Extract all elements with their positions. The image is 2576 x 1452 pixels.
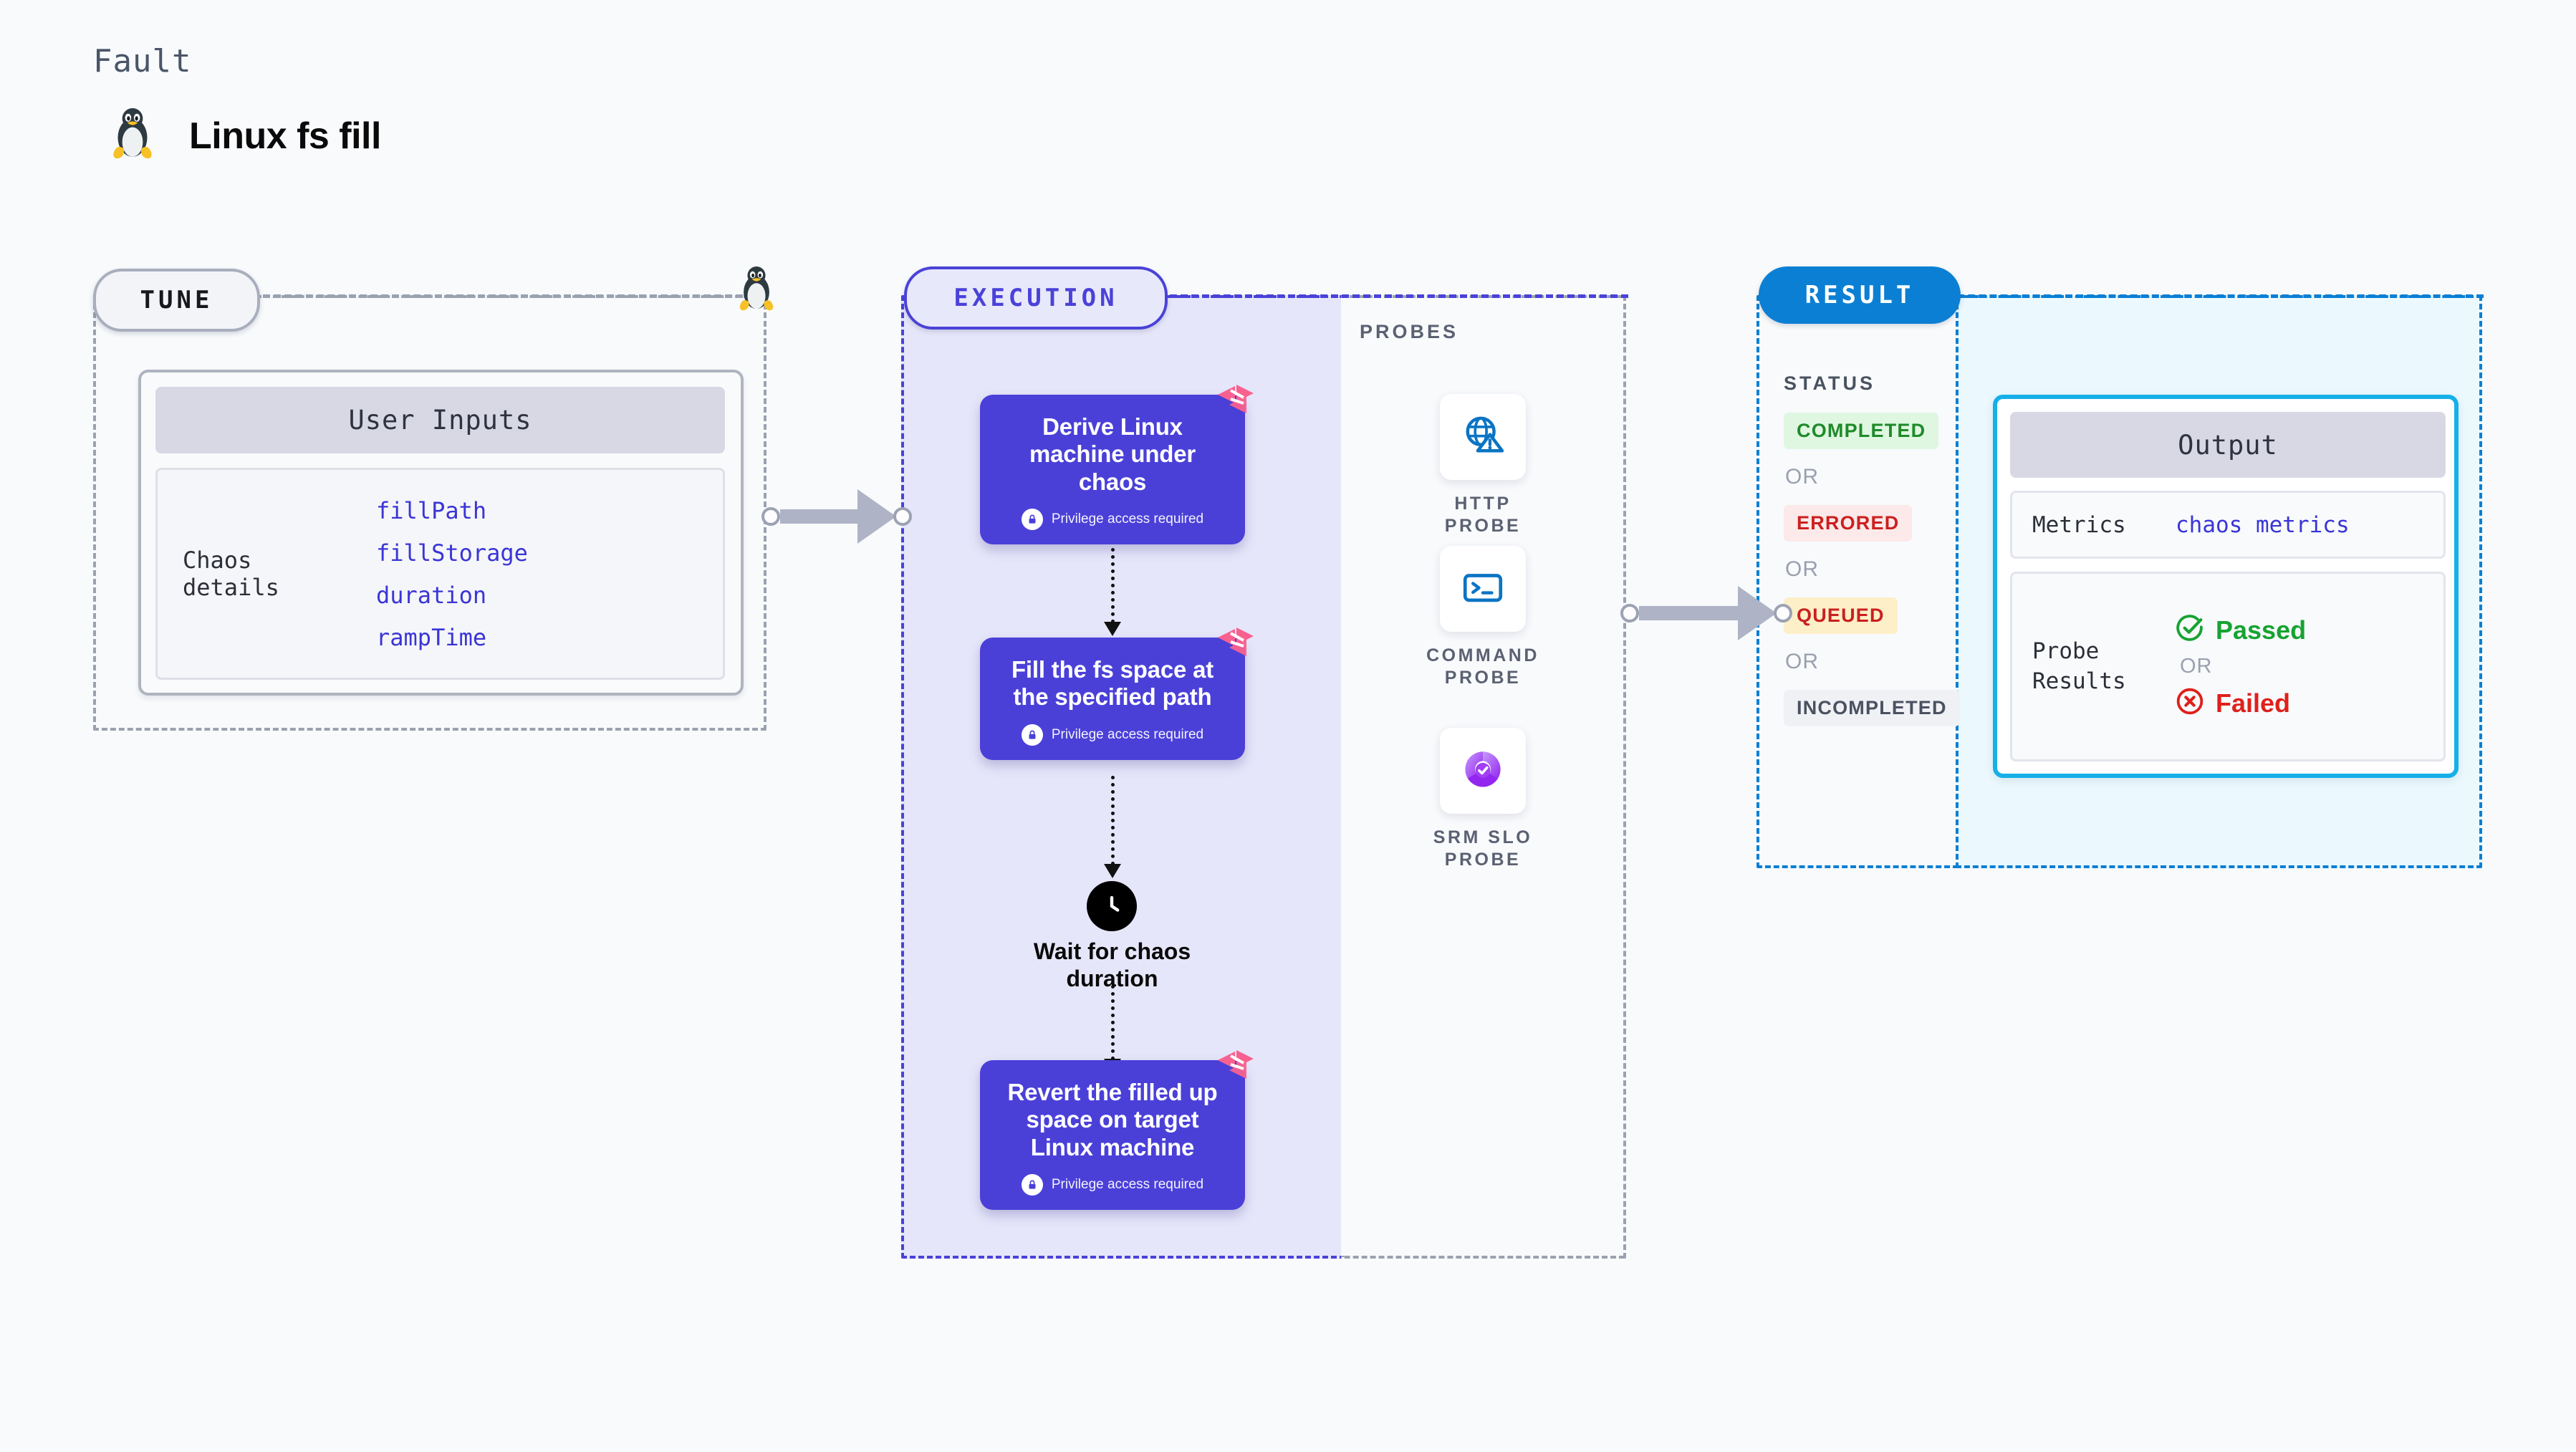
execution-step-card[interactable]: Fill the fs space at the specified path … <box>980 628 1254 760</box>
connector-end-dot <box>893 507 912 526</box>
flow-arrow-line <box>1111 534 1115 623</box>
status-stack: COMPLETED OR ERRORED OR QUEUED OR INCOMP… <box>1784 413 1960 726</box>
connector-shaft <box>780 509 859 524</box>
slo-donut-check-icon <box>1459 746 1506 797</box>
connector-end-dot <box>1774 604 1792 622</box>
connector-arrowhead <box>857 489 896 544</box>
ribbon-badge-icon <box>1215 626 1255 666</box>
step-privilege-note: Privilege access required <box>1021 508 1204 530</box>
step-title: Fill the fs space at the specified path <box>1011 656 1214 711</box>
step-title: Revert the filled up space on target Lin… <box>1007 1079 1218 1160</box>
wait-node-label: Wait for chaos duration <box>1033 938 1191 991</box>
probe-item-command[interactable]: COMMAND PROBE <box>1426 546 1539 690</box>
clock-icon <box>1087 881 1137 931</box>
result-status-section-box <box>1756 295 1959 868</box>
metrics-value[interactable]: chaos metrics <box>2176 511 2350 538</box>
chaos-param-fillstorage[interactable]: fillStorage <box>376 539 528 567</box>
probe-result-failed-label: Failed <box>2216 688 2291 718</box>
status-or-label: OR <box>1785 650 1819 673</box>
step-privilege-note: Privilege access required <box>1021 723 1204 746</box>
result-pill[interactable]: RESULT <box>1759 266 1961 324</box>
status-or-label: OR <box>1785 557 1819 581</box>
user-inputs-header: User Inputs <box>155 387 725 453</box>
connector-arrowhead <box>1738 586 1777 640</box>
chaos-details-row: Chaos details fillPath fillStorage durat… <box>155 468 725 680</box>
chaos-param-list: fillPath fillStorage duration rampTime <box>376 497 528 651</box>
step-privilege-note: Privilege access required <box>1021 1173 1204 1196</box>
lock-icon <box>1021 508 1043 530</box>
tune-rail <box>252 294 754 298</box>
flow-arrow-head <box>1104 622 1121 636</box>
connector-tune-to-execution <box>761 489 912 544</box>
flow-arrow-line <box>1111 985 1115 1060</box>
flow-arrow-head <box>1104 864 1121 878</box>
check-circle-icon <box>2176 614 2204 646</box>
lock-icon <box>1021 1173 1043 1196</box>
connector-execution-to-result <box>1620 586 1792 640</box>
step-privilege-text: Privilege access required <box>1051 511 1204 527</box>
result-rail <box>1957 294 2484 298</box>
probe-tile <box>1440 546 1526 632</box>
connector-start-dot <box>761 507 780 526</box>
lock-icon <box>1021 723 1043 746</box>
step-privilege-text: Privilege access required <box>1051 1176 1204 1192</box>
connector-shaft <box>1639 606 1739 620</box>
probe-tile <box>1440 728 1526 814</box>
execution-pill[interactable]: EXECUTION <box>904 266 1168 330</box>
probe-results-values: Passed OR Failed <box>2176 614 2306 719</box>
page-header: Fault Linux fs fill <box>93 43 381 164</box>
status-badge-errored: ERRORED <box>1784 505 1913 542</box>
chaos-param-ramptime[interactable]: rampTime <box>376 623 487 651</box>
step-title: Derive Linux machine under chaos <box>1029 413 1196 495</box>
probe-result-passed-label: Passed <box>2216 615 2307 645</box>
ribbon-badge-icon <box>1215 1049 1255 1089</box>
status-badge-completed: COMPLETED <box>1784 413 1939 449</box>
x-circle-icon <box>2176 687 2204 719</box>
probe-item-http[interactable]: HTTP PROBE <box>1429 394 1537 538</box>
status-section-label: STATUS <box>1784 372 1875 394</box>
flow-arrow-line <box>1111 776 1115 865</box>
status-badge-incompleted: INCOMPLETED <box>1784 690 1960 726</box>
probe-item-srm-slo[interactable]: SRM SLO PROBE <box>1429 728 1537 872</box>
user-inputs-card: User Inputs Chaos details fillPath fillS… <box>138 370 744 696</box>
probe-results-row: Probe Results Passed OR <box>2010 572 2446 761</box>
step-privilege-text: Privilege access required <box>1051 726 1204 742</box>
probe-results-key: Probe Results <box>2032 638 2126 694</box>
chaos-param-duration[interactable]: duration <box>376 581 487 609</box>
metrics-row: Metrics chaos metrics <box>2010 491 2446 559</box>
chaos-details-label: Chaos details <box>183 547 279 601</box>
output-header: Output <box>2010 412 2446 478</box>
probe-result-passed: Passed <box>2176 614 2306 646</box>
probe-label: COMMAND PROBE <box>1426 645 1539 688</box>
status-or-label: OR <box>1785 465 1819 489</box>
execution-rail <box>1159 294 1628 298</box>
ribbon-badge-icon <box>1215 383 1255 423</box>
probe-label: SRM SLO PROBE <box>1433 827 1533 870</box>
linux-penguin-icon <box>736 266 777 315</box>
status-badge-queued: QUEUED <box>1784 597 1898 634</box>
page-kicker: Fault <box>93 43 192 80</box>
connector-start-dot <box>1620 604 1639 622</box>
execution-step-card[interactable]: Derive Linux machine under chaos Privile… <box>980 385 1254 544</box>
chaos-param-fillpath[interactable]: fillPath <box>376 496 487 524</box>
metrics-key: Metrics <box>2032 511 2126 538</box>
probe-label: HTTP PROBE <box>1444 494 1522 537</box>
tune-pill[interactable]: TUNE <box>93 269 260 332</box>
probe-tile <box>1440 394 1526 480</box>
probes-section-label: PROBES <box>1360 321 1459 342</box>
execution-step-card[interactable]: Revert the filled up space on target Lin… <box>980 1050 1254 1210</box>
probe-result-failed: Failed <box>2176 687 2306 719</box>
probe-result-or-label: OR <box>2180 655 2213 678</box>
terminal-icon <box>1459 564 1506 615</box>
globe-warning-icon <box>1458 411 1507 463</box>
output-card: Output Metrics chaos metrics Probe Resul… <box>1993 395 2459 778</box>
title-row: Linux fs fill <box>109 108 381 164</box>
page-title: Linux fs fill <box>189 115 381 157</box>
linux-penguin-icon <box>109 108 156 164</box>
